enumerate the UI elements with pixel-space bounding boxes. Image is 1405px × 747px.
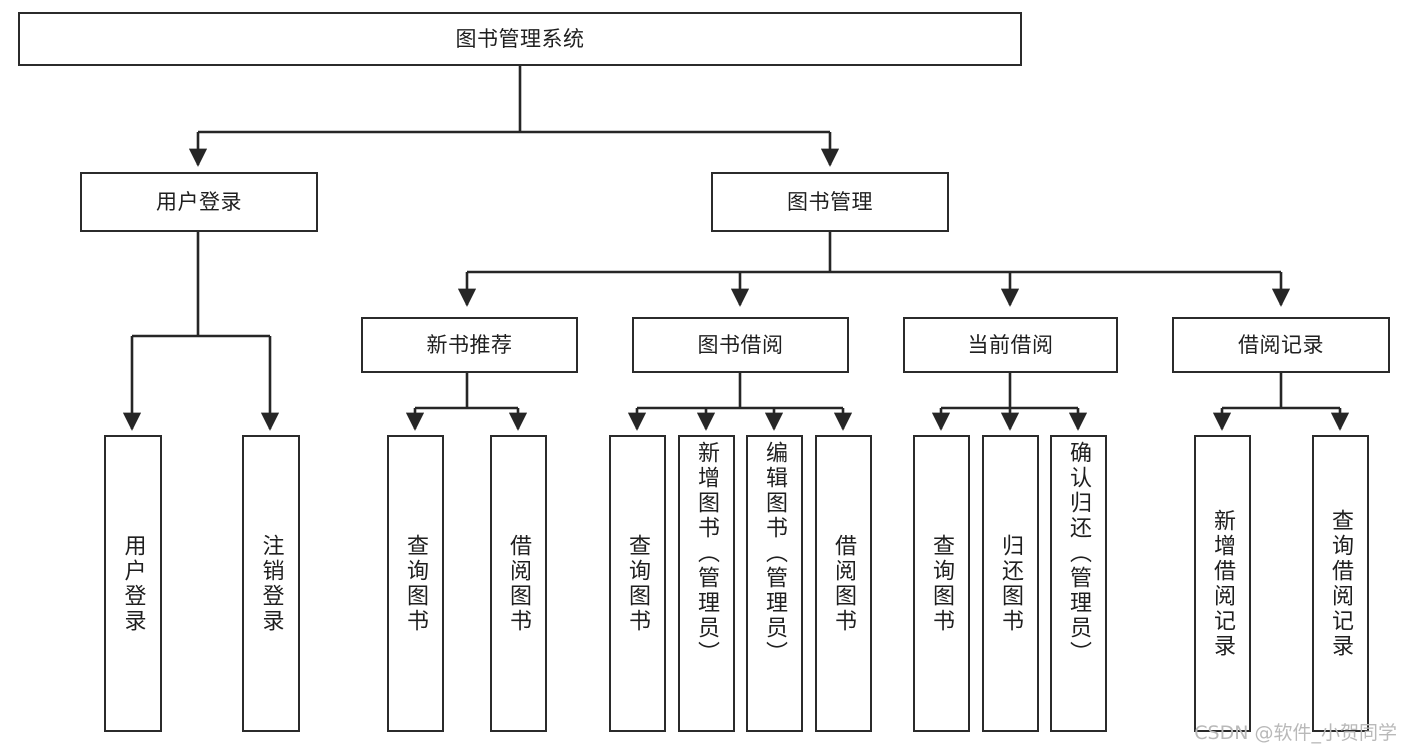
node-label: 注销登录 bbox=[258, 533, 284, 634]
leaf-borrow-borrow-book[interactable]: 借阅图书 bbox=[815, 435, 872, 732]
node-label: 新增借阅记录 bbox=[1210, 508, 1236, 659]
node-label: 图书管理系统 bbox=[455, 26, 585, 51]
node-label: 图书管理 bbox=[787, 189, 873, 214]
leaf-current-query-book[interactable]: 查询图书 bbox=[913, 435, 970, 732]
node-label: 查询图书 bbox=[929, 533, 955, 634]
leaf-current-confirm-return[interactable]: 确认归还（管理员） bbox=[1050, 435, 1107, 732]
leaf-user-login-login[interactable]: 用户登录 bbox=[104, 435, 162, 732]
node-borrow-record[interactable]: 借阅记录 bbox=[1172, 317, 1390, 373]
leaf-borrow-query-book[interactable]: 查询图书 bbox=[609, 435, 666, 732]
node-label: 用户登录 bbox=[156, 189, 242, 214]
node-new-book-recommend[interactable]: 新书推荐 bbox=[361, 317, 578, 373]
node-current-borrow[interactable]: 当前借阅 bbox=[903, 317, 1118, 373]
node-label: 新书推荐 bbox=[426, 332, 513, 357]
node-book-management[interactable]: 图书管理 bbox=[711, 172, 949, 232]
node-label: 图书借阅 bbox=[697, 332, 784, 357]
node-label: 查询图书 bbox=[625, 533, 651, 634]
node-label: 用户登录 bbox=[120, 533, 146, 634]
node-label: 查询借阅记录 bbox=[1328, 508, 1354, 659]
csdn-watermark: CSDN @软件_小贺同学 bbox=[1194, 722, 1397, 744]
leaf-record-add-record[interactable]: 新增借阅记录 bbox=[1194, 435, 1251, 732]
node-label: 编辑图书（管理员） bbox=[762, 441, 788, 666]
leaf-user-login-logout[interactable]: 注销登录 bbox=[242, 435, 300, 732]
node-label: 确认归还（管理员） bbox=[1066, 441, 1092, 666]
node-book-borrow[interactable]: 图书借阅 bbox=[632, 317, 849, 373]
node-label: 当前借阅 bbox=[967, 332, 1054, 357]
leaf-new-book-borrow[interactable]: 借阅图书 bbox=[490, 435, 547, 732]
leaf-borrow-edit-book[interactable]: 编辑图书（管理员） bbox=[746, 435, 803, 732]
node-user-login[interactable]: 用户登录 bbox=[80, 172, 318, 232]
leaf-record-query-record[interactable]: 查询借阅记录 bbox=[1312, 435, 1369, 732]
node-label: 归还图书 bbox=[998, 533, 1024, 634]
node-label: 借阅图书 bbox=[831, 533, 857, 634]
node-label: 新增图书（管理员） bbox=[694, 441, 720, 666]
leaf-current-return-book[interactable]: 归还图书 bbox=[982, 435, 1039, 732]
node-label: 借阅记录 bbox=[1238, 332, 1324, 357]
leaf-borrow-add-book[interactable]: 新增图书（管理员） bbox=[678, 435, 735, 732]
node-root-system[interactable]: 图书管理系统 bbox=[18, 12, 1022, 66]
node-label: 查询图书 bbox=[403, 533, 429, 634]
leaf-new-book-query[interactable]: 查询图书 bbox=[387, 435, 444, 732]
node-label: 借阅图书 bbox=[506, 533, 532, 634]
